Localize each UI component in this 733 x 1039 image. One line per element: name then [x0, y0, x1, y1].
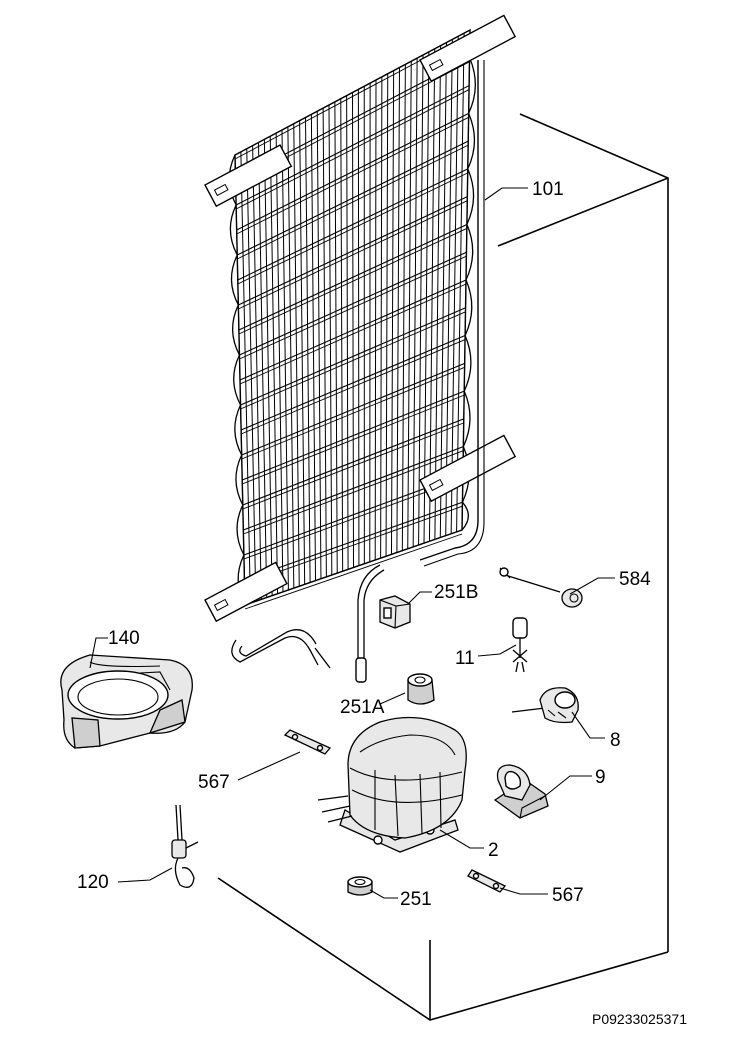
bracket-left — [285, 730, 330, 754]
grommet — [348, 877, 372, 895]
overload-part — [512, 688, 578, 723]
footer-code: P09233025371 — [592, 1011, 687, 1027]
service-valve — [172, 805, 198, 887]
label-251: 251 — [400, 889, 432, 910]
label-8: 8 — [610, 730, 621, 751]
bracket-right — [468, 870, 505, 892]
condenser — [205, 15, 515, 621]
label-251b: 251B — [434, 582, 478, 603]
drip-tray — [61, 655, 192, 748]
label-120: 120 — [77, 872, 109, 893]
label-584: 584 — [619, 569, 651, 590]
label-9: 9 — [595, 767, 606, 788]
label-2: 2 — [488, 840, 499, 861]
label-567-right: 567 — [552, 885, 584, 906]
label-101: 101 — [532, 179, 564, 200]
grommet-a — [408, 674, 434, 704]
grommet-b — [380, 596, 410, 628]
ptc-relay-part — [500, 568, 582, 607]
label-140: 140 — [108, 628, 140, 649]
clamp-part — [495, 765, 548, 818]
label-251a: 251A — [340, 697, 385, 718]
label-11: 11 — [455, 648, 475, 669]
label-567-left: 567 — [198, 772, 230, 793]
